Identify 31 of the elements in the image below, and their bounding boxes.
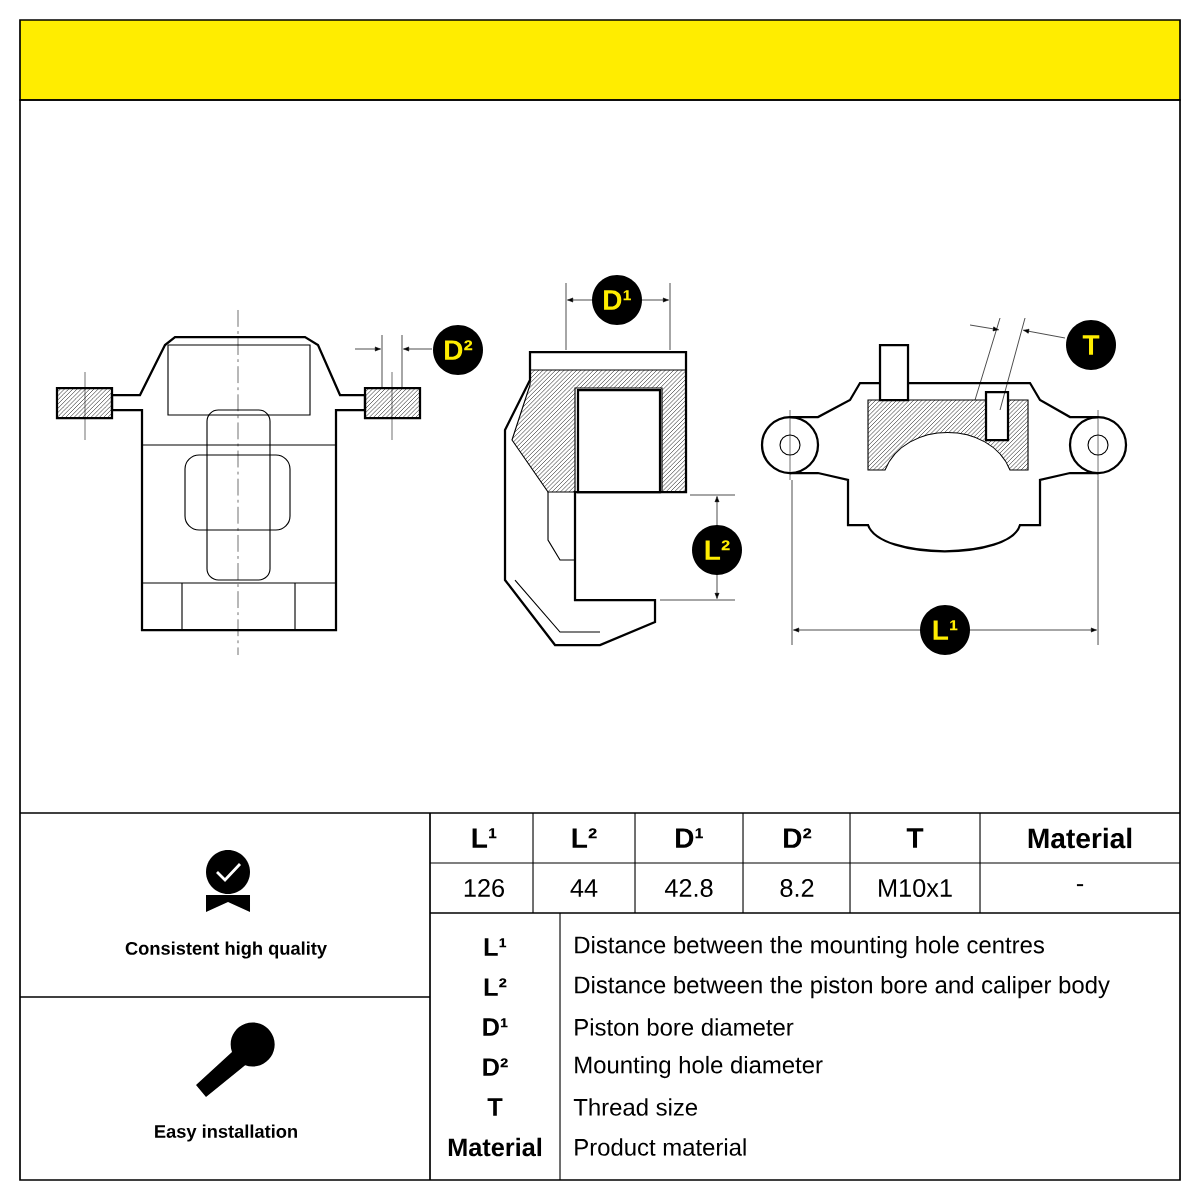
dimension-badge: T xyxy=(1066,320,1116,370)
column-header: Material xyxy=(1028,827,1132,849)
table-value: 8.2 xyxy=(780,879,814,897)
legend-description: Distance between the mounting hole centres xyxy=(575,935,1044,959)
legend-symbol: L² xyxy=(484,978,507,996)
table-value: 42.8 xyxy=(664,879,713,897)
table-value: - xyxy=(1076,884,1084,887)
table-value: M10x1 xyxy=(879,879,952,897)
table-value: 126 xyxy=(464,879,504,897)
feature-label: Easy installation xyxy=(155,1124,297,1142)
legend-description: Thread size xyxy=(573,1098,698,1116)
dimension-badge: D¹ xyxy=(592,275,642,325)
legend-symbol: L¹ xyxy=(484,938,507,956)
column-header: D² xyxy=(784,828,812,848)
legend-description: Product material xyxy=(575,1138,746,1156)
column-header: D¹ xyxy=(676,828,703,848)
legend-symbol: T xyxy=(487,1098,503,1116)
column-header: L¹ xyxy=(472,828,497,848)
legend-symbol: D² xyxy=(483,1058,508,1076)
legend-description: Mounting hole diameter xyxy=(575,1055,823,1079)
column-header: L² xyxy=(572,828,597,848)
dimension-badge: D² xyxy=(433,325,483,375)
table-value: 44 xyxy=(570,879,598,897)
dimension-badge: L¹ xyxy=(920,605,970,655)
dimension-badge: L² xyxy=(692,525,742,575)
column-header: T xyxy=(906,828,924,848)
legend-symbol: D¹ xyxy=(483,1018,508,1036)
legend-symbol: Material xyxy=(448,1137,542,1157)
legend-description: Piston bore diameter xyxy=(575,1018,794,1036)
legend-description: Distance between the piston bore and caliper body xyxy=(575,975,1110,999)
feature-label: Consistent high quality xyxy=(125,941,327,959)
